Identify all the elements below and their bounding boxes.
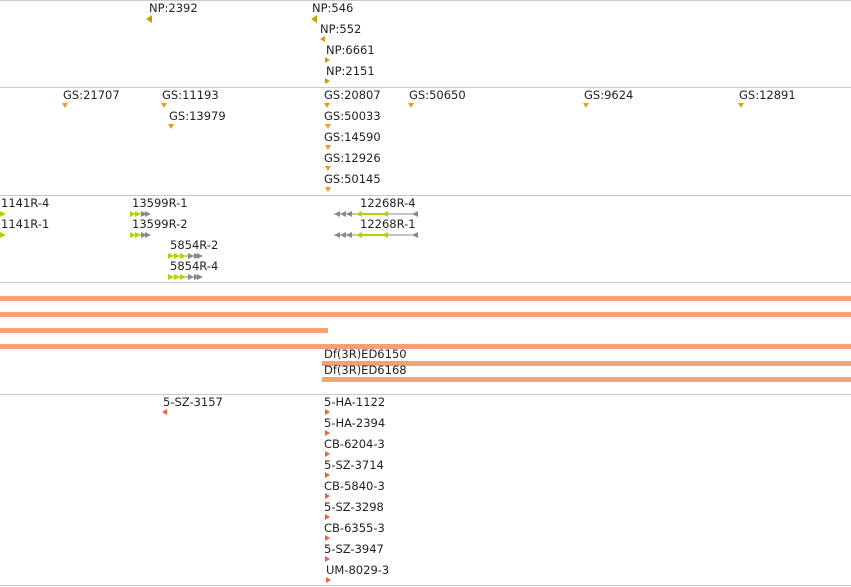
feature-label: NP:6661 (326, 43, 375, 57)
feature-label: 13599R-2 (132, 217, 188, 231)
triangle-down-marker-icon (324, 103, 330, 108)
triangle-right-marker-icon (326, 577, 331, 583)
feature-label: NP:546 (312, 1, 354, 15)
feature-label: 1141R-1 (1, 217, 50, 231)
deficiency-bar (322, 377, 851, 382)
feature-label: GS:12926 (324, 151, 381, 165)
np-track: NP:2392 NP:546 NP:552 NP:6661 NP:2151 (0, 0, 851, 87)
triangle-right-marker-icon (325, 409, 330, 415)
triangle-down-marker-icon (583, 103, 589, 108)
feature-label: 5-SZ-3714 (324, 458, 384, 472)
arrow-left-icon (334, 232, 418, 238)
insertions-track: 5-SZ-3157 5-HA-1122 5-HA-2394 CB-6204-3 … (0, 395, 851, 585)
triangle-down-marker-icon (62, 103, 68, 108)
feature-label: 5-SZ-3157 (163, 395, 223, 409)
triangle-right-marker-icon (325, 514, 330, 520)
track-separator (0, 87, 851, 88)
feature-label: CB-6204-3 (324, 437, 385, 451)
feature-label: NP:2392 (149, 1, 198, 15)
deficiency-bar (322, 361, 851, 366)
triangle-down-marker-icon (325, 187, 331, 192)
track-separator (0, 0, 851, 1)
triangle-right-marker-icon (325, 57, 330, 63)
track-separator (0, 282, 851, 283)
triangle-down-marker-icon (325, 124, 331, 129)
arrow-right-icon (0, 232, 6, 238)
triangle-right-marker-icon (325, 556, 330, 562)
arrow-right-icon (168, 274, 203, 280)
triangle-down-marker-icon (325, 166, 331, 171)
arrow-right-icon (130, 211, 151, 217)
track-separator (0, 195, 851, 196)
triangle-left-marker-icon (311, 15, 317, 23)
triangle-right-marker-icon (325, 430, 330, 436)
feature-label: CB-5840-3 (324, 479, 385, 493)
deficiency-bar[interactable] (0, 328, 328, 333)
triangle-left-marker-icon (162, 409, 167, 415)
triangle-down-marker-icon (408, 103, 414, 108)
feature-label: 5854R-2 (170, 238, 219, 252)
feature-label: UM-8029-3 (326, 563, 390, 577)
feature-label: CB-6355-3 (324, 521, 385, 535)
feature-label: Df(3R)ED6150 (324, 347, 407, 361)
feature-label: GS:9624 (584, 88, 634, 102)
feature-label: GS:50650 (409, 88, 466, 102)
feature-label: GS:12891 (739, 88, 796, 102)
feature-label: 5-SZ-3947 (324, 542, 384, 556)
feature-label: NP:2151 (326, 64, 375, 78)
triangle-right-marker-icon (325, 493, 330, 499)
triangle-down-marker-icon (161, 103, 167, 108)
track-separator (0, 394, 851, 395)
feature-label: GS:50145 (324, 172, 381, 186)
feature-label: 5-HA-2394 (324, 416, 386, 430)
triangle-right-marker-icon (325, 472, 330, 478)
triangle-left-marker-icon (320, 36, 325, 42)
deficiency-track: Df(3R)ED6150 Df(3R)ED6168 (0, 283, 851, 394)
feature-label: GS:50033 (324, 109, 381, 123)
feature-label: NP:552 (320, 22, 362, 36)
feature-label: GS:13979 (169, 109, 226, 123)
arrow-right-icon (0, 211, 6, 217)
arrow-left-icon (334, 211, 418, 217)
arrow-right-icon (130, 232, 151, 238)
feature-label: 5-HA-1122 (324, 395, 386, 409)
triangle-right-marker-icon (325, 78, 330, 84)
triangle-down-marker-icon (325, 145, 331, 150)
feature-label: 12268R-4 (360, 196, 416, 210)
feature-label: 1141R-4 (1, 196, 50, 210)
gs-track: GS:21707 GS:11193 GS:13979 GS:20807 GS:5… (0, 88, 851, 195)
feature-label: 5854R-4 (170, 259, 219, 273)
feature-label: GS:20807 (324, 88, 381, 102)
triangle-right-marker-icon (325, 535, 330, 541)
arrow-right-icon (168, 253, 203, 259)
feature-label: GS:21707 (63, 88, 120, 102)
feature-label: 12268R-1 (360, 217, 416, 231)
feature-label: 5-SZ-3298 (324, 500, 384, 514)
feature-label: Df(3R)ED6168 (324, 363, 407, 377)
deficiency-bar[interactable] (0, 296, 851, 301)
deficiency-bar[interactable] (0, 312, 851, 317)
feature-label: GS:14590 (324, 130, 381, 144)
triangle-left-marker-icon (146, 15, 152, 23)
triangle-down-marker-icon (168, 124, 174, 129)
triangle-down-marker-icon (738, 103, 744, 108)
rnai-track: 1141R-4 1141R-1 13599R-1 13599R-2 5854R-… (0, 196, 851, 282)
feature-label: GS:11193 (162, 88, 219, 102)
track-separator (0, 585, 851, 586)
triangle-right-marker-icon (325, 451, 330, 457)
deficiency-bar[interactable] (0, 344, 851, 349)
feature-label: 13599R-1 (132, 196, 188, 210)
